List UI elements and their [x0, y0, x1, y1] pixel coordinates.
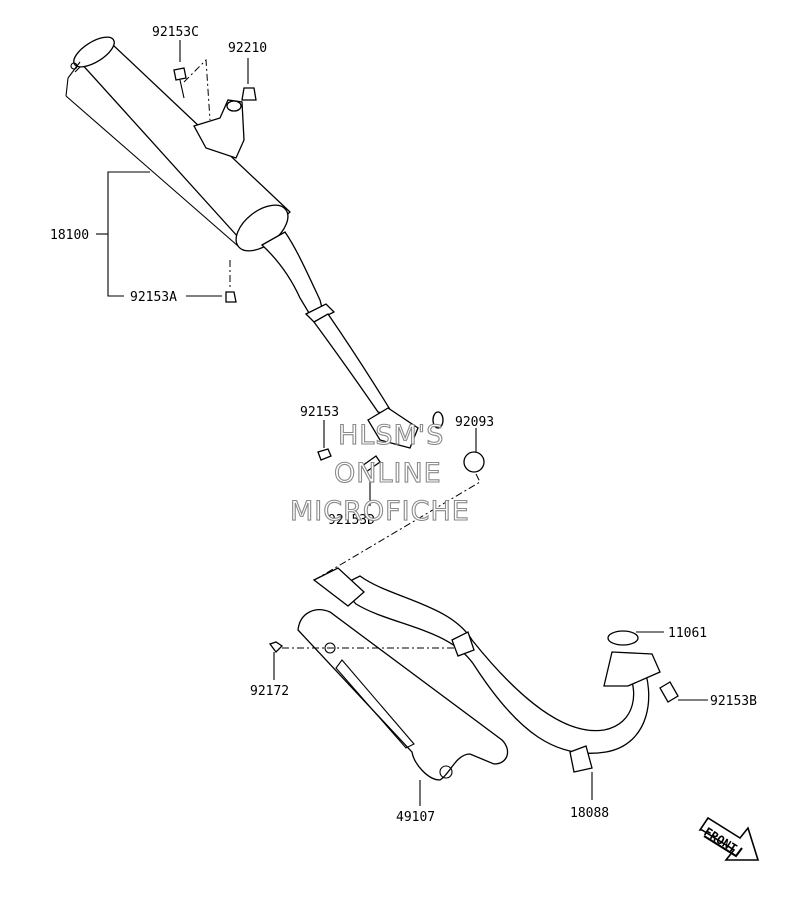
watermark-line-3: MICROFICHE: [290, 496, 470, 527]
label-92093: 92093: [455, 415, 494, 430]
heat-shield-49107: [268, 609, 509, 781]
label-18100: 18100: [50, 228, 89, 243]
leader-lines: [96, 40, 708, 806]
watermark-line-1: HLSM'S: [338, 420, 444, 451]
label-92153: 92153: [300, 405, 339, 420]
label-49107: 49107: [396, 810, 435, 825]
watermark: HLSM'S ONLINE MICROFICHE: [289, 419, 470, 527]
label-92153C: 92153C: [152, 25, 199, 40]
label-92153D: 92153D: [328, 513, 375, 528]
muffler-18100: [65, 36, 485, 473]
label-18088: 18088: [570, 806, 609, 821]
label-92210: 92210: [228, 41, 267, 56]
part-labels: 92153C 92210 18100 92153A 92153 92093 92…: [50, 25, 757, 825]
header-pipe-18088: [312, 567, 679, 773]
watermark-line-2: ONLINE: [334, 458, 442, 489]
front-arrow-icon: FRONT: [698, 816, 760, 861]
label-92172: 92172: [250, 684, 289, 699]
label-92153B: 92153B: [710, 694, 757, 709]
label-11061: 11061: [668, 626, 707, 641]
label-92153A: 92153A: [130, 290, 177, 305]
